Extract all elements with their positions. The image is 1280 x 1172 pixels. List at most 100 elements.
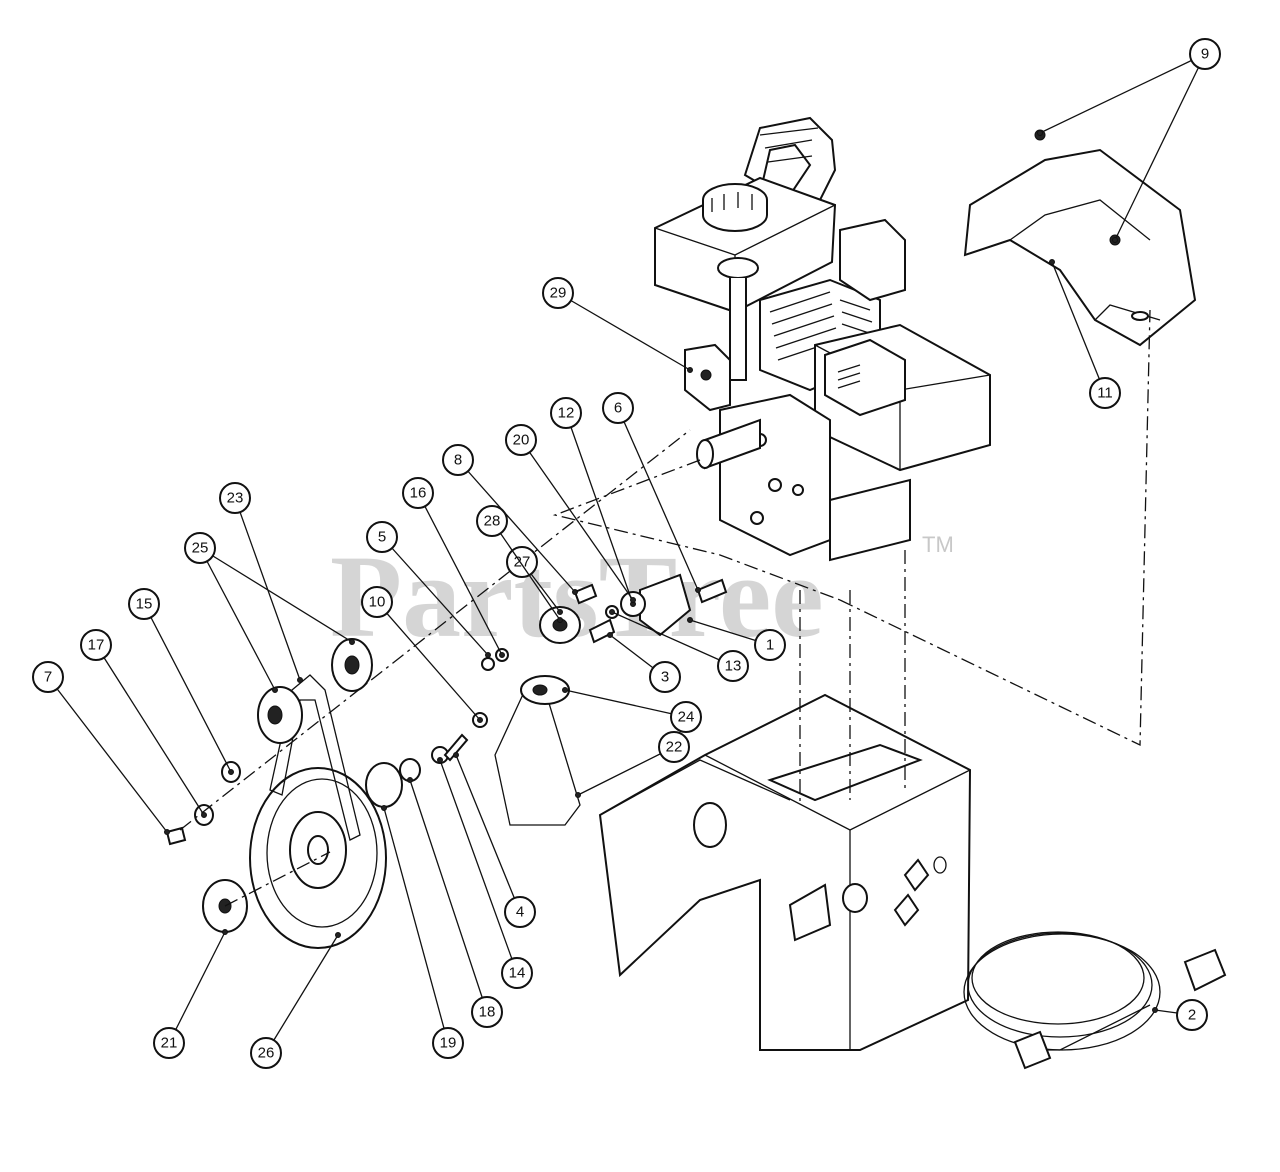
callout-circle: [504, 896, 536, 928]
callout-label: 18: [479, 1004, 496, 1021]
leader-arrowhead: [575, 792, 581, 798]
leader-arrowhead: [381, 805, 387, 811]
leader-arrowhead: [630, 597, 636, 603]
callout-20: 20: [505, 424, 636, 603]
callout-label: 4: [516, 904, 524, 921]
callout-26: 26: [250, 932, 341, 1069]
callout-leader: [577, 746, 675, 796]
callout-label: 2: [1188, 1007, 1196, 1024]
callout-5: 5: [366, 521, 491, 658]
leader-arrowhead: [609, 609, 615, 615]
callout-leader: [376, 601, 481, 721]
callout-circle: [649, 661, 681, 693]
callout-circle: [361, 586, 393, 618]
callout-circle: [550, 397, 582, 429]
callout-leader: [199, 547, 276, 691]
callout-leader: [409, 779, 488, 1013]
callout-6: 6: [602, 392, 701, 593]
engine: [654, 116, 991, 562]
power-cord: [963, 931, 1227, 1070]
callout-label: 15: [136, 596, 153, 613]
callout-15: 15: [128, 588, 234, 775]
callout-circle: [505, 424, 537, 456]
leader-arrowhead: [499, 652, 505, 658]
callout-circle: [542, 277, 574, 309]
callout-circle: [402, 477, 434, 509]
callout-22: 22: [575, 731, 690, 798]
callout-label: 9: [1201, 46, 1209, 63]
pulley-assembly: [165, 573, 728, 949]
leader-arrowhead: [485, 652, 491, 658]
callout-leader: [565, 412, 634, 605]
callout-9: 9: [1037, 38, 1221, 243]
callout-label: 29: [550, 285, 567, 302]
leader-arrowhead: [164, 829, 170, 835]
callout-label: 28: [484, 513, 501, 530]
callout-24: 24: [562, 687, 702, 733]
callout-leader: [611, 611, 734, 667]
callout-label: 14: [509, 965, 526, 982]
callouts: 1234567891011121314151617181920212223242…: [32, 38, 1221, 1069]
leader-arrowhead: [1037, 130, 1043, 136]
callout-label: 1: [766, 637, 774, 654]
callout-leader: [439, 759, 518, 974]
callout-16: 16: [402, 477, 505, 658]
callout-13: 13: [609, 609, 749, 682]
callout-28: 28: [476, 505, 563, 623]
leader-arrowhead: [407, 777, 413, 783]
leader-arrowhead: [687, 617, 693, 623]
callout-11: 11: [1049, 259, 1121, 409]
leader-arrowhead: [201, 812, 207, 818]
exploded-lines: [179, 309, 1151, 907]
callout-circle: [432, 1027, 464, 1059]
callout-25: 25: [184, 532, 355, 693]
leader-arrowhead: [477, 717, 483, 723]
callout-label: 20: [513, 432, 530, 449]
leader-arrowhead: [562, 687, 568, 693]
callout-leader: [491, 520, 561, 621]
callout-label: 26: [258, 1045, 275, 1062]
callout-label: 23: [227, 490, 244, 507]
callout-leader: [95, 644, 205, 816]
callout-circle: [250, 1037, 282, 1069]
leader-arrowhead: [695, 587, 701, 593]
callout-label: 22: [666, 739, 683, 756]
callout-circle: [1089, 377, 1121, 409]
callout-circle: [219, 482, 251, 514]
engine-shield: [963, 129, 1197, 347]
callout-17: 17: [80, 629, 207, 818]
leader-arrowhead: [335, 932, 341, 938]
callout-circle: [128, 588, 160, 620]
callout-circle: [1189, 38, 1221, 70]
callout-leader: [557, 292, 691, 371]
callout-2: 2: [1152, 999, 1208, 1031]
callout-label: 19: [440, 1035, 457, 1052]
callout-label: 6: [614, 400, 622, 417]
callout-leader: [143, 603, 232, 773]
callout-leader: [457, 459, 576, 593]
callout-label: 8: [454, 452, 462, 469]
callout-leader: [417, 492, 503, 656]
callout-8: 8: [442, 444, 578, 595]
callout-label: 16: [410, 485, 427, 502]
callout-14: 14: [437, 757, 533, 989]
callout-leader: [455, 754, 521, 913]
leader-arrowhead: [687, 367, 693, 373]
callout-circle: [184, 532, 216, 564]
callout-circle: [670, 701, 702, 733]
callout-label: 12: [558, 405, 575, 422]
callout-circle: [754, 629, 786, 661]
callout-label: 25: [192, 540, 209, 557]
callout-circle: [602, 392, 634, 424]
callout-12: 12: [550, 397, 636, 607]
leader-arrowhead: [557, 609, 563, 615]
callout-circle: [32, 661, 64, 693]
leader-arrowhead: [272, 687, 278, 693]
callout-leader: [381, 536, 489, 656]
callout-circle: [717, 650, 749, 682]
callout-4: 4: [453, 752, 536, 928]
callout-leader: [1039, 53, 1206, 134]
callout-leader: [617, 407, 699, 591]
callout-leader: [265, 934, 339, 1054]
callout-label: 7: [44, 669, 52, 686]
